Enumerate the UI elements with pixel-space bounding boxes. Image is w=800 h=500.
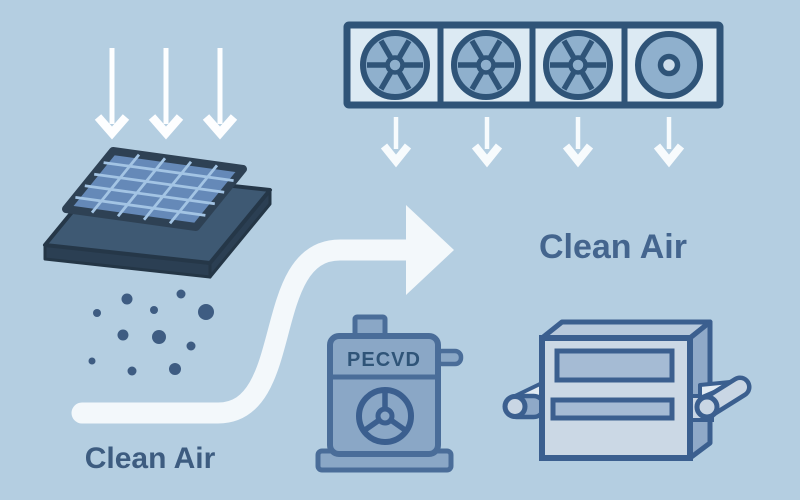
furnace-machine: [502, 319, 752, 461]
fan-icon: [543, 30, 613, 100]
inflow-arrows: [94, 48, 238, 140]
right-roller: [686, 375, 752, 422]
solar-panel: [43, 147, 272, 279]
panel-surface: [62, 147, 247, 231]
pecvd-label: PECVD: [347, 349, 421, 371]
particle-dot: [121, 293, 133, 305]
clean-air-label-left: Clean Air: [85, 442, 216, 475]
flow-arrow: [71, 205, 454, 424]
particle-dot: [198, 304, 214, 320]
particle-dot: [152, 330, 166, 344]
fan-icon: [451, 30, 521, 100]
furnace-slot-upper: [554, 348, 675, 383]
left-roller: [502, 381, 547, 420]
roller-cap: [694, 394, 720, 420]
particle-dot: [117, 329, 129, 341]
down-arrow-icon: [653, 117, 685, 168]
roller-cap: [502, 394, 528, 419]
clean-air-label-right: Clean Air: [539, 228, 687, 266]
dust-particles: [88, 289, 214, 376]
pecvd-machine: PECVD: [315, 314, 464, 473]
down-arrow-icon: [202, 48, 238, 140]
particle-dot: [169, 363, 181, 375]
down-arrow-icon: [148, 48, 184, 140]
particle-dot: [127, 366, 137, 376]
particle-dot: [150, 306, 158, 314]
valve-wheel-icon: [356, 387, 414, 445]
particle-dot: [176, 289, 186, 299]
down-arrow-icon: [380, 117, 412, 168]
outflow-arrows: [380, 117, 685, 168]
fan-icon: [360, 30, 430, 100]
arrowhead: [406, 205, 454, 295]
panel-gridlines: [75, 153, 234, 225]
furnace-slot-lower: [550, 397, 675, 421]
filter-fan-bank: [343, 21, 724, 109]
particle-dot: [186, 341, 196, 351]
disc-fan-icon: [635, 31, 703, 99]
particle-dot: [88, 357, 96, 365]
down-arrow-icon: [94, 48, 130, 140]
particle-dot: [93, 309, 101, 317]
down-arrow-icon: [562, 117, 594, 168]
down-arrow-icon: [471, 117, 503, 168]
